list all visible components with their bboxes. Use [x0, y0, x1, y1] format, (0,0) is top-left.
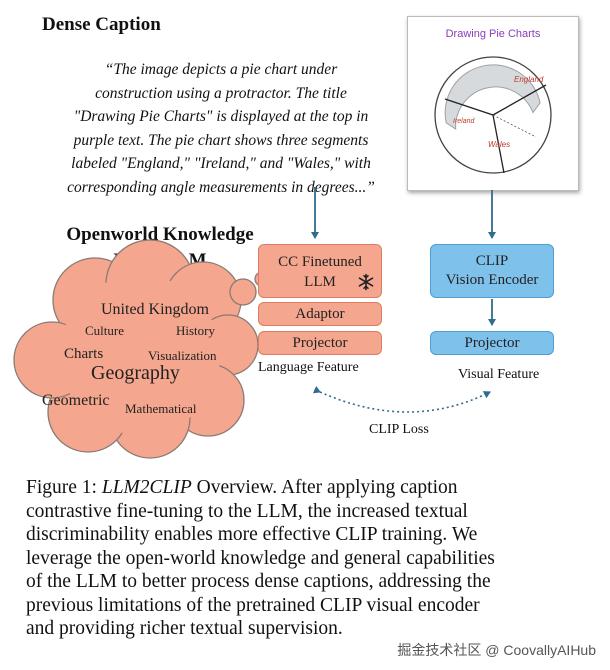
pie-segment-line	[492, 84, 547, 116]
cloud-word-charts: Charts	[64, 346, 104, 362]
caption-line: and providing richer textual supervision…	[26, 618, 343, 639]
caption-text: Overview. After applying caption	[191, 477, 458, 498]
diagram-graphics	[13, 187, 496, 459]
caption-line: leverage the open-world knowledge and ge…	[26, 547, 495, 569]
thought-bubble	[229, 278, 257, 306]
visual-feature-label: Visual Feature	[458, 367, 540, 382]
clip-vision-encoder-box: CLIP Vision Encoder	[430, 244, 554, 298]
quote-line: construction using a protractor. The tit…	[95, 84, 347, 102]
dense-caption-title: Dense Caption	[42, 14, 161, 35]
cloud-word-geography: Geography	[91, 362, 180, 384]
pie-guide-line	[492, 114, 537, 138]
quote-line: “The image depicts a pie chart under	[104, 61, 338, 78]
snowflake-icon	[358, 273, 374, 291]
figure-caption: Figure 1: LLM2CLIP Overview. After apply…	[26, 476, 582, 641]
quote-line: purple text. The pie chart shows three s…	[73, 131, 369, 149]
cloud-word-mathematical: Mathematical	[125, 401, 197, 416]
cc-finetuned-llm-box: CC Finetuned LLM	[258, 244, 382, 298]
llm-label-line: CC Finetuned	[278, 254, 362, 270]
adaptor-box: Adaptor	[258, 302, 382, 326]
pie-segment-line	[492, 114, 505, 174]
cloud-word-geometric: Geometric	[42, 392, 110, 409]
caption-line: Figure 1: LLM2CLIP Overview. After apply…	[26, 476, 582, 500]
knowledge-cloud	[13, 239, 259, 459]
clip-loss-label: CLIP Loss	[369, 422, 429, 437]
cloud-word-united-kingdom: United Kingdom	[101, 301, 209, 318]
quote-line: "Drawing Pie Charts" is displayed at the…	[73, 108, 369, 125]
pie-circle	[434, 56, 552, 174]
cloud-word-visualization: Visualization	[148, 348, 217, 363]
pie-chart-drawing: Drawing Pie Charts England Ireland Wales	[434, 28, 552, 174]
clip-loss-arrow	[312, 385, 491, 413]
language-feature-label: Language Feature	[258, 360, 359, 375]
caption-line: previous limitations of the pretrained C…	[26, 594, 480, 616]
watermark: 掘金技术社区 @ CoovallyAIHub	[395, 640, 598, 660]
llm-label-line: LLM	[304, 274, 336, 290]
dense-caption-quote: “The image depicts a pie chart under con…	[30, 58, 412, 199]
encoder-label-line: Vision Encoder	[445, 272, 539, 288]
pie-label-england: England	[514, 75, 544, 84]
pie-title: Drawing Pie Charts	[446, 28, 541, 40]
cloud-word-culture: Culture	[85, 323, 124, 338]
encoder-label-line: CLIP	[475, 253, 509, 269]
caption-line: discriminability enables more effective …	[26, 524, 478, 545]
openworld-title-line: Openworld Knowledge	[66, 224, 254, 245]
pie-segment-line	[444, 98, 494, 116]
caption-method-name: LLM2CLIP	[101, 477, 192, 498]
pie-label-wales: Wales	[488, 140, 510, 149]
quote-line: corresponding angle measurements in degr…	[67, 178, 375, 196]
quote-line: labeled "England," "Ireland," and "Wales…	[71, 155, 371, 172]
visual-projector-box: Projector	[430, 331, 554, 355]
caption-line: contrastive fine-tuning to the LLM, the …	[26, 500, 468, 522]
language-projector-box: Projector	[258, 331, 382, 355]
pie-label-ireland: Ireland	[453, 118, 476, 125]
protractor-shape	[444, 64, 541, 130]
caption-prefix: Figure 1:	[26, 477, 102, 498]
cloud-word-history: History	[176, 323, 215, 338]
pie-chart-image: Drawing Pie Charts England Ireland Wales	[407, 16, 579, 191]
caption-line: of the LLM to better process dense capti…	[26, 571, 491, 592]
